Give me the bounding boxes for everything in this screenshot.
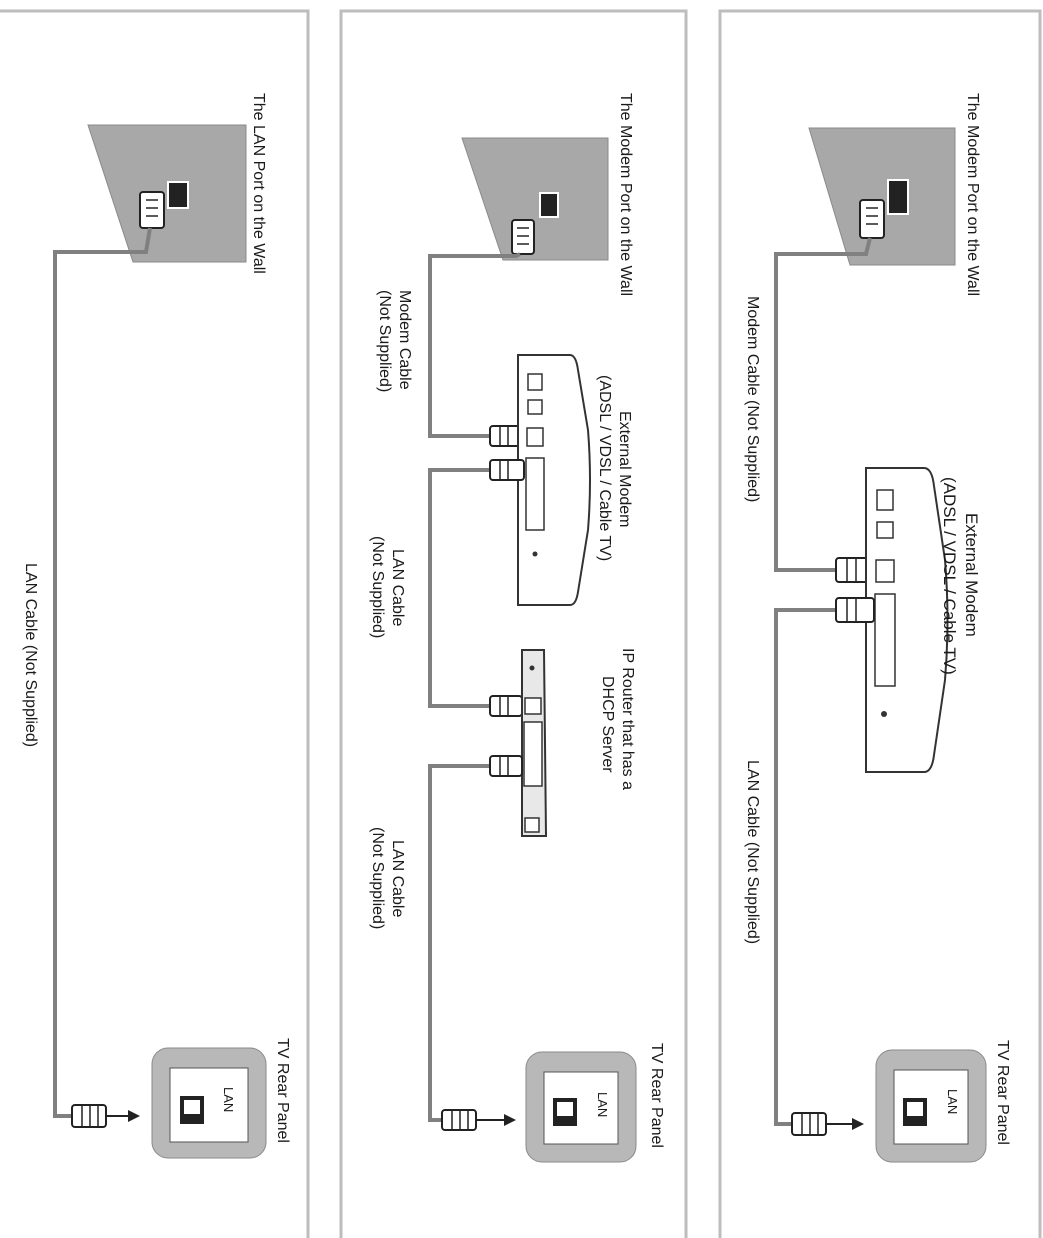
panel-direct-lan: The LAN Port on the Wall LAN Cable (Not … (22, 93, 291, 1159)
label-tv-rear-panel: TV Rear Panel (648, 1043, 665, 1148)
modem-power-switch (527, 373, 543, 391)
label-lan-cable-1: LAN Cable (Not Supplied) (369, 536, 406, 638)
label-external-modem-line-2: (ADSL / VDSL / Cable TV) (940, 477, 959, 675)
lan-cable-2-plug-tv-icon (441, 1109, 477, 1131)
panel-modem-direct: The Modem Port on the Wall Modem Cable (… (744, 93, 1011, 1163)
modem-port-wan (875, 559, 895, 583)
panel-frame-modem-router (339, 9, 688, 1238)
arrow-head-icon (852, 1118, 864, 1130)
label-wall-port: The LAN Port on the Wall (250, 93, 267, 274)
label-tv-lan-port: LAN (945, 1089, 960, 1114)
lan-cable-2-line (428, 764, 490, 1122)
modem-cable-line (774, 237, 872, 572)
lan-cable-1-plug-router-icon (489, 695, 523, 717)
tv-lan-socket-icon (553, 1098, 577, 1126)
label-external-modem: External Modem (ADSL / VDSL / Cable TV) (596, 375, 633, 561)
router-led (529, 665, 535, 671)
modem-led (532, 551, 538, 557)
modem-power-switch (876, 489, 894, 511)
label-external-modem: External Modem (ADSL / VDSL / Cable TV) (940, 477, 981, 675)
tv-lan-socket-icon (180, 1096, 204, 1124)
modem-power-jack (876, 521, 894, 539)
lan-cable-plug-tv-icon (791, 1112, 827, 1136)
label-wall-port: The Modem Port on the Wall (964, 93, 981, 296)
label-lan-cable-2-line-1: LAN Cable (389, 840, 406, 917)
modem-power-jack (527, 399, 543, 415)
label-modem-cable-line-2: (Not Supplied) (376, 290, 393, 392)
external-modem-device (865, 467, 949, 773)
arrow-head-icon (504, 1114, 516, 1126)
wall-plate (461, 137, 609, 261)
lan-cable-1-plug-modem-icon (489, 459, 525, 481)
label-lan-cable: LAN Cable (Not Supplied) (744, 760, 761, 944)
wall-plate (808, 127, 956, 266)
label-lan-cable-1-line-1: LAN Cable (389, 549, 406, 626)
router-power-jack (524, 817, 540, 833)
lan-cable-line (53, 227, 152, 1118)
wall-port-socket (887, 179, 909, 215)
label-external-modem-line-1: External Modem (616, 411, 633, 528)
label-tv-rear-panel: TV Rear Panel (994, 1040, 1011, 1145)
wall-plug-icon (511, 219, 535, 255)
arrow-head-icon (128, 1110, 140, 1122)
label-modem-cable: Modem Cable (Not Supplied) (376, 290, 413, 394)
lan-cable-plug-modem-icon (835, 597, 875, 623)
label-tv-lan-port: LAN (221, 1087, 236, 1112)
label-ip-router-line-2: DHCP Server (599, 676, 616, 773)
label-external-modem-line-1: External Modem (962, 513, 981, 637)
label-lan-cable-2-line-2: (Not Supplied) (369, 827, 386, 929)
label-external-modem-line-2: (ADSL / VDSL / Cable TV) (596, 375, 613, 561)
label-tv-lan-port: LAN (595, 1092, 610, 1117)
modem-port-wan (526, 427, 544, 447)
label-ip-router-line-1: IP Router that has a (619, 648, 636, 790)
label-tv-rear-panel: TV Rear Panel (274, 1038, 291, 1143)
wall-port-socket (167, 181, 189, 209)
router-lan-ports (523, 721, 543, 787)
label-ip-router: IP Router that has a DHCP Server (599, 648, 636, 794)
modem-cable-line (428, 252, 521, 438)
label-lan-cable: LAN Cable (Not Supplied) (22, 563, 39, 747)
label-wall-port: The Modem Port on the Wall (617, 93, 634, 296)
modem-lan-ports (874, 593, 896, 687)
panel-modem-router: The Modem Port on the Wall Modem Cable (… (369, 93, 665, 1163)
lan-cable-1-line (428, 468, 490, 708)
wall-port-socket (539, 192, 559, 218)
panel-frame-modem-direct (718, 9, 1042, 1238)
lan-cable-2-plug-router-icon (489, 755, 523, 777)
label-lan-cable-1-line-2: (Not Supplied) (369, 536, 386, 638)
router-wan-port (524, 697, 542, 715)
panel-frame-direct-lan (0, 9, 310, 1238)
tv-lan-socket-icon (903, 1098, 927, 1126)
label-modem-cable: Modem Cable (Not Supplied) (744, 296, 761, 502)
modem-led (881, 711, 887, 717)
wall-plug-icon (139, 191, 165, 229)
wall-plug-icon (859, 199, 885, 239)
lan-plug-icon (71, 1104, 107, 1128)
label-lan-cable-2: LAN Cable (Not Supplied) (369, 827, 406, 929)
modem-lan-ports (525, 457, 545, 531)
lan-cable-line (774, 608, 836, 1126)
external-modem-device (517, 354, 591, 606)
label-modem-cable-line-1: Modem Cable (396, 290, 413, 390)
